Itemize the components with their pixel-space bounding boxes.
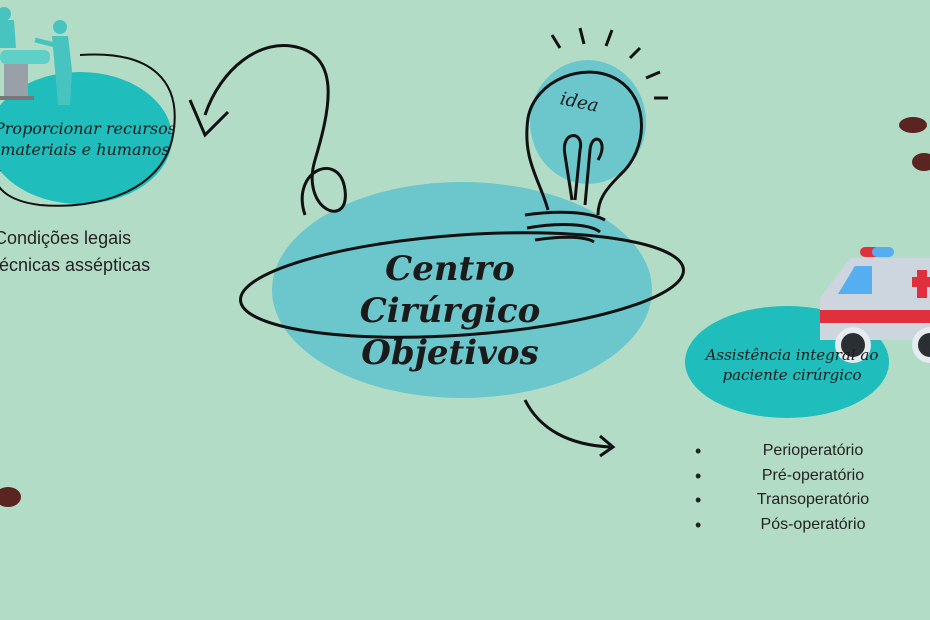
list-item: • Perioperatório (695, 439, 883, 464)
node-patient-line-1: Assistência integral ao (705, 346, 879, 364)
center-blob (272, 182, 652, 398)
bullet-icon: • (695, 490, 702, 510)
central-title: Centro Cirúrgico Objetivos (300, 248, 600, 374)
decorative-spot (899, 117, 927, 133)
resources-blob (0, 72, 172, 204)
resources-detail: Condições legais (0, 228, 132, 248)
arrow-to-resources (203, 44, 347, 216)
arrow-head-right (599, 434, 616, 458)
bullet-icon: • (695, 441, 702, 461)
ambulance-icon (820, 247, 930, 363)
surgeons-illustration (0, 7, 72, 105)
lightbulb-icon (524, 27, 668, 244)
patient-phases-list: • Perioperatório • Pré-operatório • Transop… (695, 439, 883, 537)
node-patient: Assistência integral ao paciente cirúrgi… (692, 345, 892, 385)
list-item: • Transoperatório (695, 488, 883, 513)
decorative-spot (0, 487, 21, 507)
node-resources: Proporcionar recursos materiais e humano… (0, 118, 180, 160)
node-resources-line-1: Proporcionar recursos (0, 119, 176, 138)
title-line-1: Centro Cirúrgico (359, 249, 541, 331)
node-resources-line-2: materiais e humanos (0, 140, 170, 159)
phase-label: Perioperatório (762, 442, 864, 459)
bullet-icon: • (695, 465, 702, 486)
bulb-blob (530, 60, 646, 184)
phase-label: Pré-operatório (761, 466, 865, 484)
list-item: • Pós-operatório (695, 513, 883, 538)
node-patient-line-2: paciente cirúrgico (722, 366, 862, 384)
resources-loop (0, 53, 176, 207)
title-loop (239, 231, 685, 339)
title-line-2: Objetivos (361, 333, 539, 373)
list-item: • Pré-operatório (695, 464, 883, 489)
arrow-head-left (188, 99, 230, 138)
resources-details: Condições legais técnicas assépticas (0, 225, 150, 279)
phase-label: Transoperatório (756, 491, 870, 508)
resources-detail: técnicas assépticas (0, 255, 151, 275)
arrow-to-patient (523, 399, 611, 449)
bullet-icon: • (695, 514, 702, 535)
phase-label: Pós-operatório (760, 515, 866, 533)
decorative-spot (912, 153, 930, 171)
